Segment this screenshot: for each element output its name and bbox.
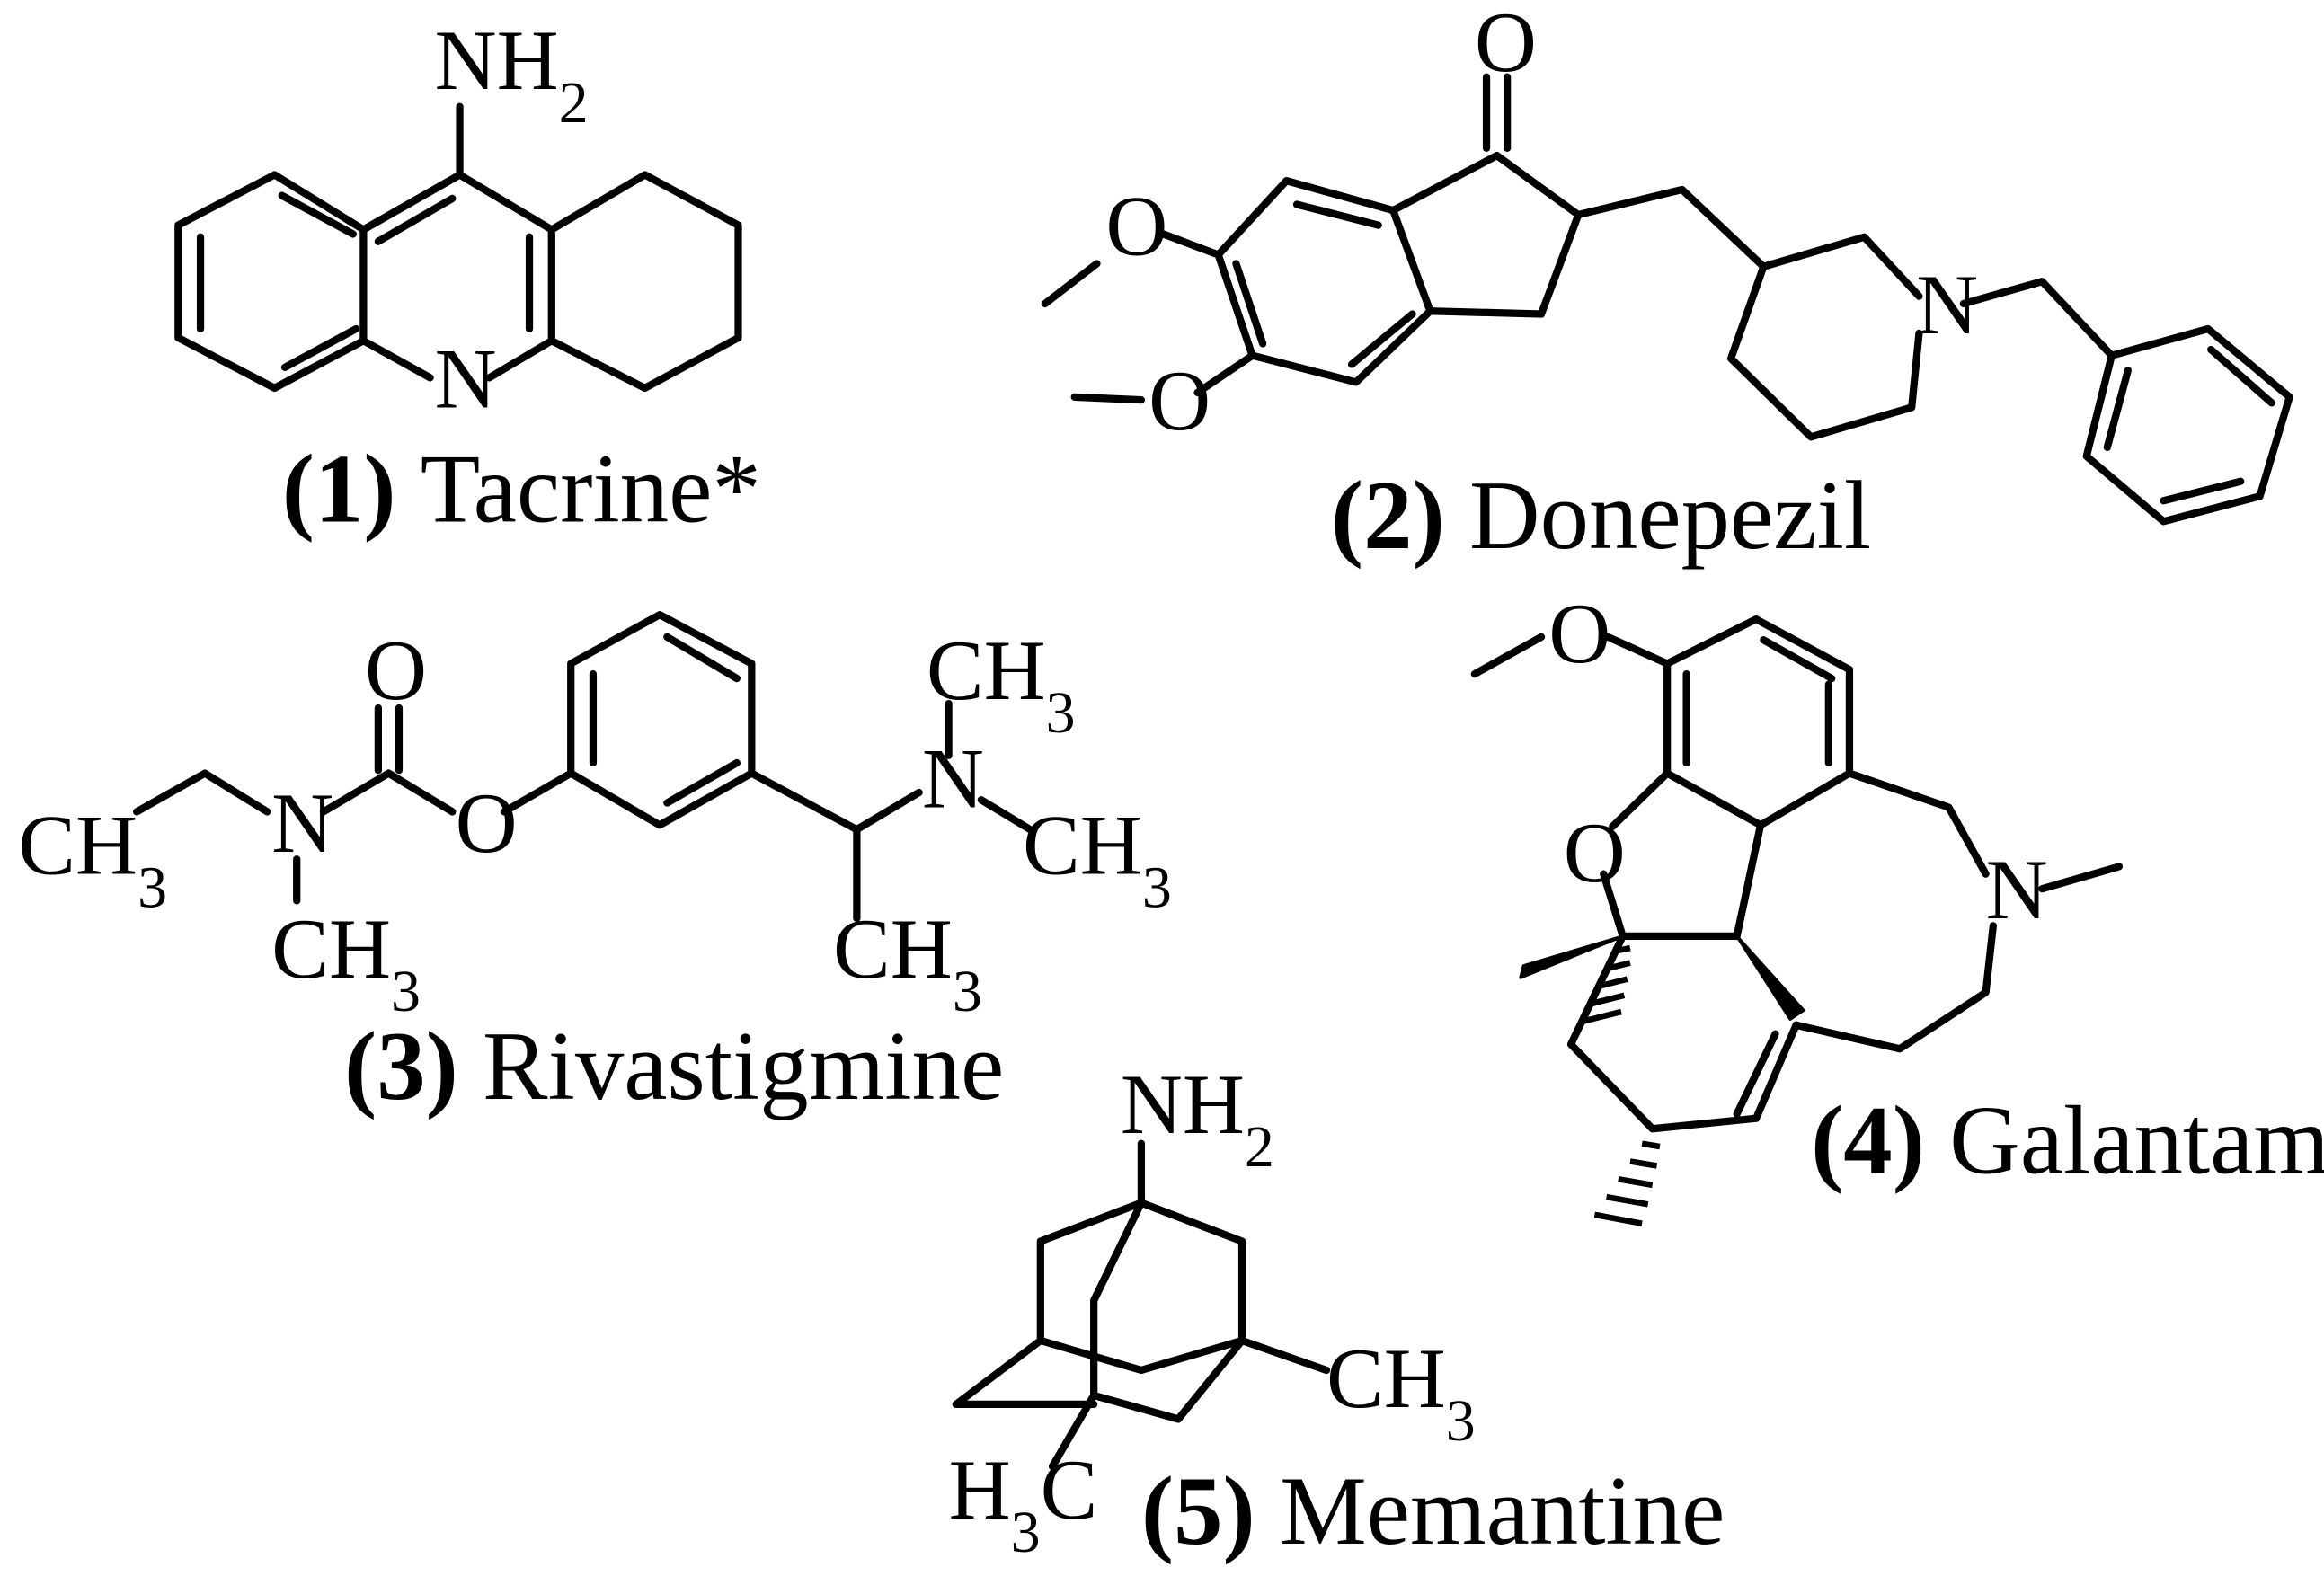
memantine-caption: (5) Memantine [1141,1457,1725,1565]
galantamine-methoxy-o-label: O [1548,586,1610,681]
rivastigmine-bonds [133,611,1034,923]
tacrine-name: Tacrine* [421,434,761,543]
galantamine-methyl-wedge [1519,934,1625,979]
galantamine-ring-wedge [1735,934,1805,1021]
rivastigmine-name: Rivastigmine [483,1012,1004,1120]
memantine-name: Memantine [1280,1457,1725,1565]
galantamine-name: Galantamine [1949,1086,2324,1195]
galantamine-ring-n-label: N [1986,842,2048,937]
donepezil-number: (2) [1331,461,1445,570]
memantine-right-ch3-label: CH3 [1326,1331,1476,1454]
rivastigmine-carbamate-n-label: N [271,775,333,871]
donepezil-caption: (2) Donepezil [1331,461,1871,570]
galantamine-number: (4) [1811,1086,1925,1195]
rivastigmine-amine-n-label: N [922,731,984,826]
donepezil-piperidine-n-label: N [1916,257,1978,352]
tacrine-caption: (1) Tacrine* [282,434,761,543]
rivastigmine-carbonyl-o-label: O [365,623,427,718]
donepezil-ketone-o-label: O [1475,0,1537,90]
molecule-memantine: NH2 CH3 H3C (5) Memantine [949,1057,1725,1565]
molecule-tacrine: NH2 N (1) Tacrine* [174,13,761,543]
rivastigmine-n-ch3-label: CH3 [271,901,421,1023]
rivastigmine-ester-o-label: O [456,775,518,871]
memantine-left-h3c-label: H3C [949,1442,1098,1565]
molecule-galantamine: O O N (4) Galantamine [1470,586,2324,1226]
tacrine-ring-n-label: N [435,331,497,426]
galantamine-caption: (4) Galantamine [1811,1086,2324,1195]
galantamine-furan-o-label: O [1564,805,1626,900]
molecule-rivastigmine: CH3 N CH3 O O N CH3 CH3 CH3 (3) Rivastig… [18,611,1172,1120]
rivastigmine-alpha-ch3-label: CH3 [833,901,982,1023]
memantine-bonds [952,1139,1331,1471]
galantamine-bonds [1470,615,2124,1133]
rivastigmine-number: (3) [344,1012,458,1120]
tacrine-bonds [174,102,742,393]
rivastigmine-caption: (3) Rivastigmine [344,1012,1004,1120]
donepezil-name: Donepezil [1469,461,1871,570]
donepezil-methoxy-o1-label: O [1105,179,1167,274]
tacrine-number: (1) [282,434,396,543]
memantine-number: (5) [1141,1457,1255,1565]
rivastigmine-nme-right-ch3-label: CH3 [1023,798,1172,920]
galantamine-hash-1 [1579,944,1631,1025]
molecule-donepezil: O O O N (2) Donepezil [1041,0,2293,570]
rivastigmine-ethyl-ch3-label: CH3 [18,798,167,920]
donepezil-methoxy-o2-label: O [1149,353,1211,448]
donepezil-bonds [1041,73,2293,526]
galantamine-hash-2 [1593,1140,1661,1226]
